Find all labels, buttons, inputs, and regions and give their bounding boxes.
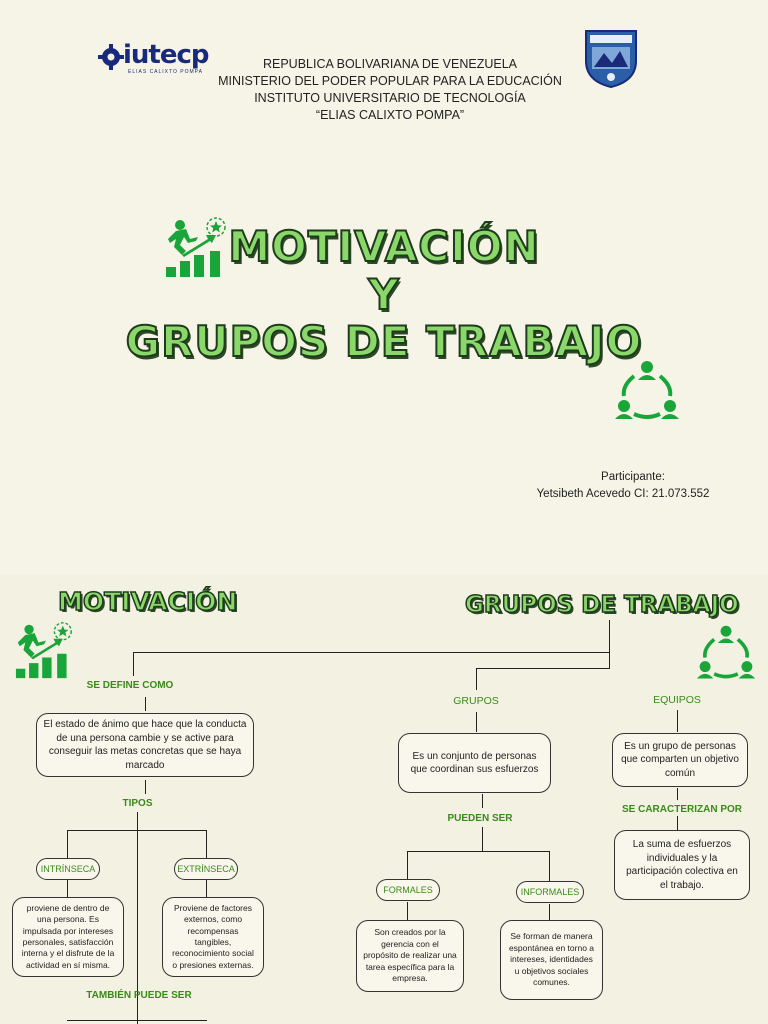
connector (67, 830, 207, 831)
connector (677, 788, 678, 800)
connector (407, 902, 408, 920)
cover-title-line-2: Y (367, 269, 400, 320)
connector (482, 827, 483, 851)
connector (67, 880, 68, 898)
cover-title-line-1: MOTIVACIÓN (227, 221, 540, 272)
iutecp-logo: iutecp ELIAS CALIXTO POMPA (98, 40, 210, 80)
participant-label: Participante: (601, 471, 665, 483)
logo-text: iutecp (123, 40, 210, 70)
connector (407, 851, 550, 852)
connector (549, 851, 550, 881)
growth-chart-icon (15, 622, 72, 679)
teamwork-cycle-icon (615, 361, 679, 419)
connector (407, 851, 408, 879)
connector (609, 620, 610, 668)
label-tambien-puede-ser: TAMBIÉN PUEDE SER (86, 990, 192, 1001)
formales-desc-box: Son creados por la gerencia con el propó… (356, 920, 464, 992)
header-line-1: REPUBLICA BOLIVARIANA DE VENEZUELA (262, 57, 518, 71)
equipos-car-box: La suma de esfuerzos individuales y la p… (614, 830, 750, 900)
connector (67, 1020, 207, 1021)
label-equipos: EQUIPOS (653, 694, 701, 706)
extrinseca-desc-box: Proviene de factores externos, como reco… (162, 897, 264, 977)
formales-pill: FORMALES (376, 879, 440, 901)
connector (133, 652, 134, 676)
growth-chart-icon (166, 217, 226, 277)
connector (476, 712, 477, 732)
connector (145, 780, 146, 794)
label-grupos: GRUPOS (453, 695, 499, 707)
connector (482, 794, 483, 808)
grupos-title: GRUPOS DE TRABAJO (464, 591, 739, 619)
logo-gear-icon (98, 44, 124, 70)
cover-title-line-3: GRUPOS DE TRABAJO (125, 316, 643, 367)
intrinseca-pill: INTRÍNSECA (36, 858, 100, 880)
header-line-4: “ELIAS CALIXTO POMPA” (315, 108, 465, 122)
connector (137, 812, 138, 1024)
participant-name: Yetsibeth Acevedo CI: 21.073.552 (536, 488, 710, 500)
connector (476, 668, 610, 669)
intrinseca-desc-box: proviene de dentro de una persona. Es im… (12, 897, 124, 977)
equipos-def-box: Es un grupo de personas que comparten un… (612, 733, 748, 787)
connector (549, 904, 550, 920)
teamwork-cycle-icon (696, 625, 756, 679)
connector (677, 816, 678, 830)
connector (133, 652, 610, 653)
connector (145, 697, 146, 711)
label-se-define-como: SE DEFINE COMO (86, 680, 174, 691)
connector (476, 668, 477, 690)
connector (206, 880, 207, 898)
logo-subtitle: ELIAS CALIXTO POMPA (128, 69, 203, 75)
connector (677, 710, 678, 732)
motivacion-title: MOTIVACIÓN (57, 586, 238, 617)
definicion-box: El estado de ánimo que hace que la condu… (36, 713, 254, 777)
connector (206, 830, 207, 858)
informales-pill: INFORMALES (516, 881, 584, 903)
header-line-3: INSTITUTO UNIVERSITARIO DE TECNOLOGÍA (254, 91, 526, 105)
informales-desc-box: Se forman de manera espontánea en torno … (500, 920, 603, 1000)
label-tipos: TIPOS (122, 798, 153, 809)
school-crest-icon (585, 30, 637, 89)
connector (67, 830, 68, 858)
extrinseca-pill: EXTRÍNSECA (174, 858, 238, 880)
label-se-caracterizan-por: SE CARACTERIZAN POR (622, 804, 743, 815)
label-pueden-ser: PUEDEN SER (447, 813, 513, 824)
header-line-2: MINISTERIO DEL PODER POPULAR PARA LA EDU… (218, 74, 562, 88)
grupos-def-box: Es un conjunto de personas que coordinan… (398, 733, 551, 793)
